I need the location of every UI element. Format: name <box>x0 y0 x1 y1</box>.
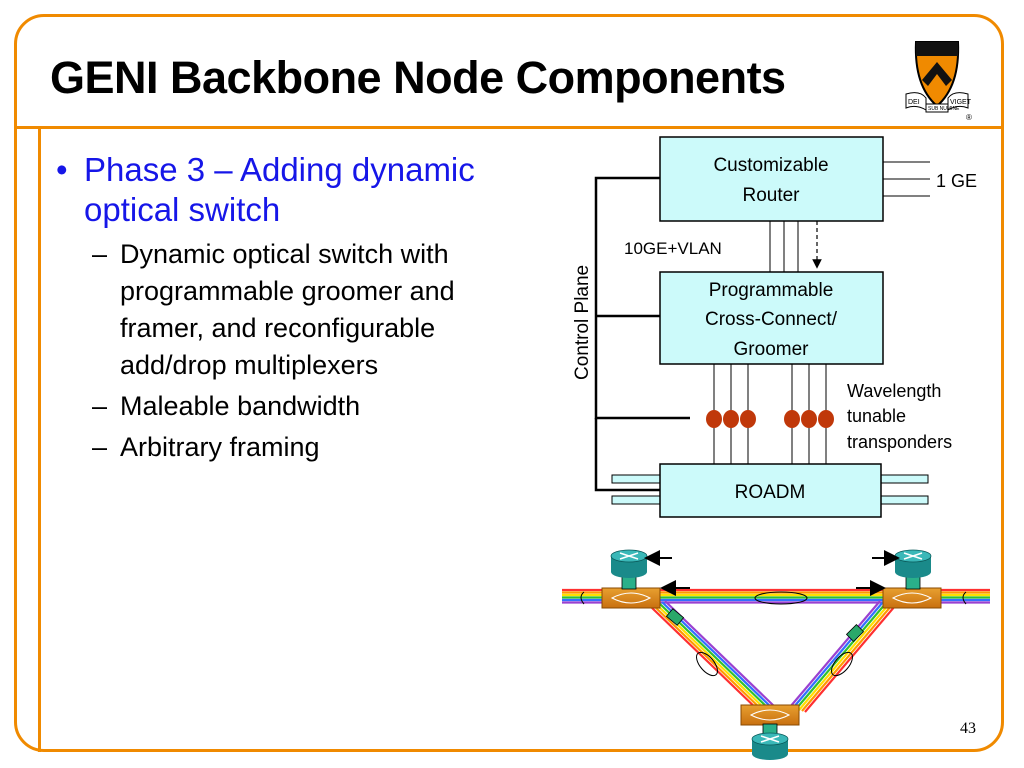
roadm-node-right <box>882 587 942 609</box>
control-plane-lines <box>594 176 690 492</box>
dash-icon: – <box>92 391 108 421</box>
sub-bullet-3-line1: Arbitrary framing <box>120 432 320 462</box>
sub-bullet-2-line1: Maleable bandwidth <box>120 391 361 421</box>
cross-connect-box <box>659 271 884 365</box>
roadm-node-left <box>601 587 661 609</box>
fiber-end-icon <box>580 591 585 605</box>
bullet-main-line1: Phase 3 – Adding dynamic <box>84 151 475 188</box>
transponder-icon <box>784 410 800 428</box>
transponder-label-line1: Wavelength <box>847 381 941 401</box>
left-divider <box>38 126 41 752</box>
sub-bullet-1-line2: programmable groomer and <box>120 276 455 306</box>
sub-bullet-1-line1: Dynamic optical switch with <box>120 239 449 269</box>
slide-frame <box>14 14 1004 752</box>
title-divider <box>14 126 1004 129</box>
bullet-list: • Phase 3 – Adding dynamic optical switc… <box>56 150 566 466</box>
vlan-label: 10GE+VLAN <box>624 239 722 258</box>
page-number: 43 <box>960 720 976 737</box>
dash-icon: – <box>92 432 108 462</box>
router-label-line2: Router <box>742 185 800 206</box>
control-plane-label: Control Plane <box>572 265 593 380</box>
rainbow-fiber-right <box>789 600 896 713</box>
transponders <box>706 410 834 428</box>
transponder-label-line3: transponders <box>847 432 952 452</box>
sub-bullet-3: – Arbitrary framing <box>56 429 566 466</box>
router-icon <box>751 732 789 760</box>
sub-bullet-2: – Maleable bandwidth <box>56 388 566 425</box>
ge-label: 1 GE <box>936 171 977 191</box>
fiber-end-icon <box>962 591 967 605</box>
slide-title: GENI Backbone Node Components <box>50 52 786 103</box>
transponder-label-line2: tunable <box>847 406 906 426</box>
logo-motto-right: VIGET <box>950 99 972 106</box>
network-topology <box>562 549 990 760</box>
bullet-main-line2: optical switch <box>84 191 281 228</box>
fiber-loop-icon <box>754 591 808 605</box>
link-transponder-icon <box>665 608 685 626</box>
roadm-box <box>659 463 882 518</box>
bullet-main: • Phase 3 – Adding dynamic optical switc… <box>56 150 566 230</box>
crossconnect-label-line2: Cross-Connect/ <box>705 309 838 330</box>
link-transponder-icon <box>845 623 865 643</box>
dash-icon: – <box>92 239 108 269</box>
router-label-line1: Customizable <box>713 155 828 176</box>
router-icon <box>610 549 648 578</box>
sub-bullet-1-line3: framer, and reconfigurable <box>120 313 436 343</box>
fiber-loop-icon <box>831 651 853 677</box>
customizable-router-box <box>659 136 884 222</box>
roadm-label: ROADM <box>735 482 806 503</box>
ge-lines <box>883 161 930 197</box>
transponder-icon <box>801 410 817 428</box>
logo-motto-mid: SUB NUMINE <box>928 106 960 112</box>
crossconnect-label-line1: Programmable <box>709 280 834 301</box>
logo-registered-mark: ® <box>966 113 972 122</box>
transponder-icon <box>706 410 722 428</box>
fiber-loop-icon <box>696 651 718 677</box>
sub-bullet-1-line4: add/drop multiplexers <box>120 350 379 380</box>
sub-bullet-1: – Dynamic optical switch with programmab… <box>56 236 566 384</box>
logo-motto-left: DEI <box>908 99 920 106</box>
transponder-icon <box>818 410 834 428</box>
bullet-dot-icon: • <box>56 151 68 188</box>
transponder-icon <box>740 410 756 428</box>
transponder-icon <box>723 410 739 428</box>
princeton-shield-logo: DEI SUB NUMINE VIGET ® <box>905 41 972 122</box>
crossconnect-label-line3: Groomer <box>734 339 810 360</box>
roadm-node-bottom <box>740 704 800 726</box>
router-icon <box>894 549 932 578</box>
vlan-links <box>769 221 799 272</box>
